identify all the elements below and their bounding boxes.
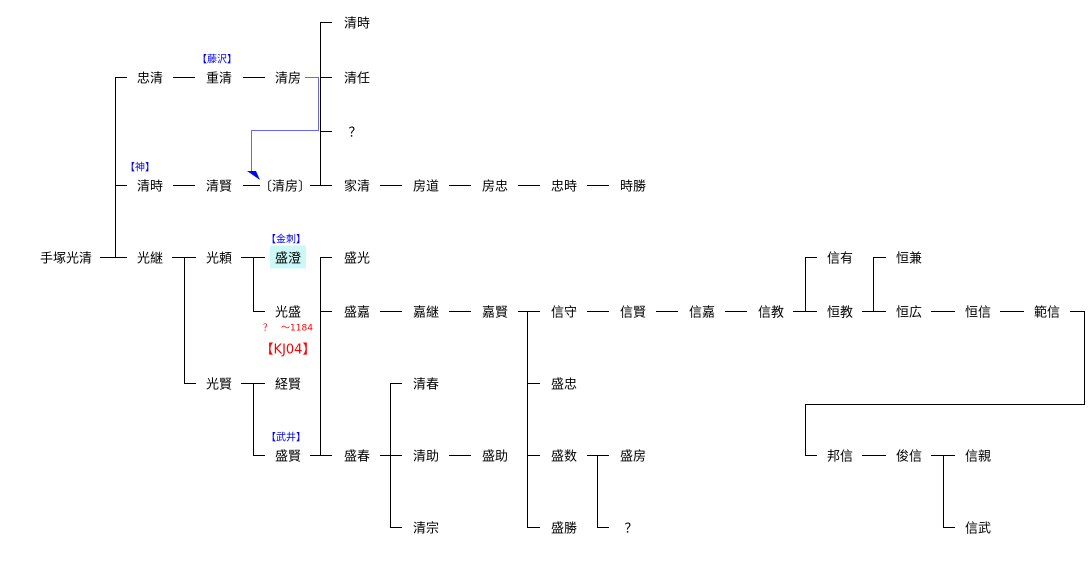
person: 信親 — [964, 449, 992, 465]
clan-tag: 【藤沢】 — [197, 54, 237, 66]
person: 清時 — [343, 16, 371, 32]
clan-tag: 【金刺】 — [266, 234, 306, 246]
person: 房道 — [412, 179, 440, 195]
person: 信武 — [964, 521, 992, 537]
person: 家清 — [343, 179, 371, 195]
person: 清任 — [343, 71, 371, 87]
person: 盛数 — [550, 449, 578, 465]
person-highlighted: 盛澄 — [269, 245, 307, 269]
person: 時勝 — [619, 179, 647, 195]
person: 邦信 — [826, 449, 854, 465]
person: 恒広 — [895, 305, 923, 321]
person: 清春 — [412, 377, 440, 393]
person: 信嘉 — [688, 305, 716, 321]
person-root: 手塚光清 — [39, 251, 93, 267]
person: 清宗 — [412, 521, 440, 537]
person: 盛忠 — [550, 377, 578, 393]
person-unknown: ？ — [624, 521, 638, 537]
person: 清時 — [136, 179, 164, 195]
clan-tag: 【神】 — [125, 162, 155, 174]
person: 恒兼 — [895, 251, 923, 267]
person: 〔清房〕 — [258, 179, 312, 195]
person: 重清 — [205, 71, 233, 87]
person: 信教 — [757, 305, 785, 321]
person: 恒信 — [964, 305, 992, 321]
person-unknown: ？ — [348, 125, 362, 141]
person: 清房 — [274, 71, 302, 87]
person: 忠時 — [550, 179, 578, 195]
lifespan-note: ？ ～1184 — [263, 323, 313, 334]
person: 盛助 — [481, 449, 509, 465]
person: 光盛 — [274, 305, 302, 321]
person: 光頼 — [205, 251, 233, 267]
person: 信賢 — [619, 305, 647, 321]
person: 盛賢 — [274, 449, 302, 465]
clan-tag: 【武井】 — [266, 432, 306, 444]
person: 光賢 — [205, 377, 233, 393]
person: 盛光 — [343, 251, 371, 267]
person: 盛春 — [343, 449, 371, 465]
person: 信守 — [550, 305, 578, 321]
person: 清助 — [412, 449, 440, 465]
person: 俊信 — [895, 449, 923, 465]
person: 範信 — [1033, 305, 1061, 321]
person: 盛嘉 — [343, 305, 371, 321]
person: 盛勝 — [550, 521, 578, 537]
person: 清賢 — [205, 179, 233, 195]
reference-code: 【KJ04】 — [260, 342, 316, 358]
person: 嘉継 — [412, 305, 440, 321]
person: 盛房 — [619, 449, 647, 465]
person: 光継 — [136, 251, 164, 267]
person: 経賢 — [274, 377, 302, 393]
person: 嘉賢 — [481, 305, 509, 321]
person: 房忠 — [481, 179, 509, 195]
person: 信有 — [826, 251, 854, 267]
person: 恒教 — [826, 305, 854, 321]
person: 忠清 — [136, 71, 164, 87]
